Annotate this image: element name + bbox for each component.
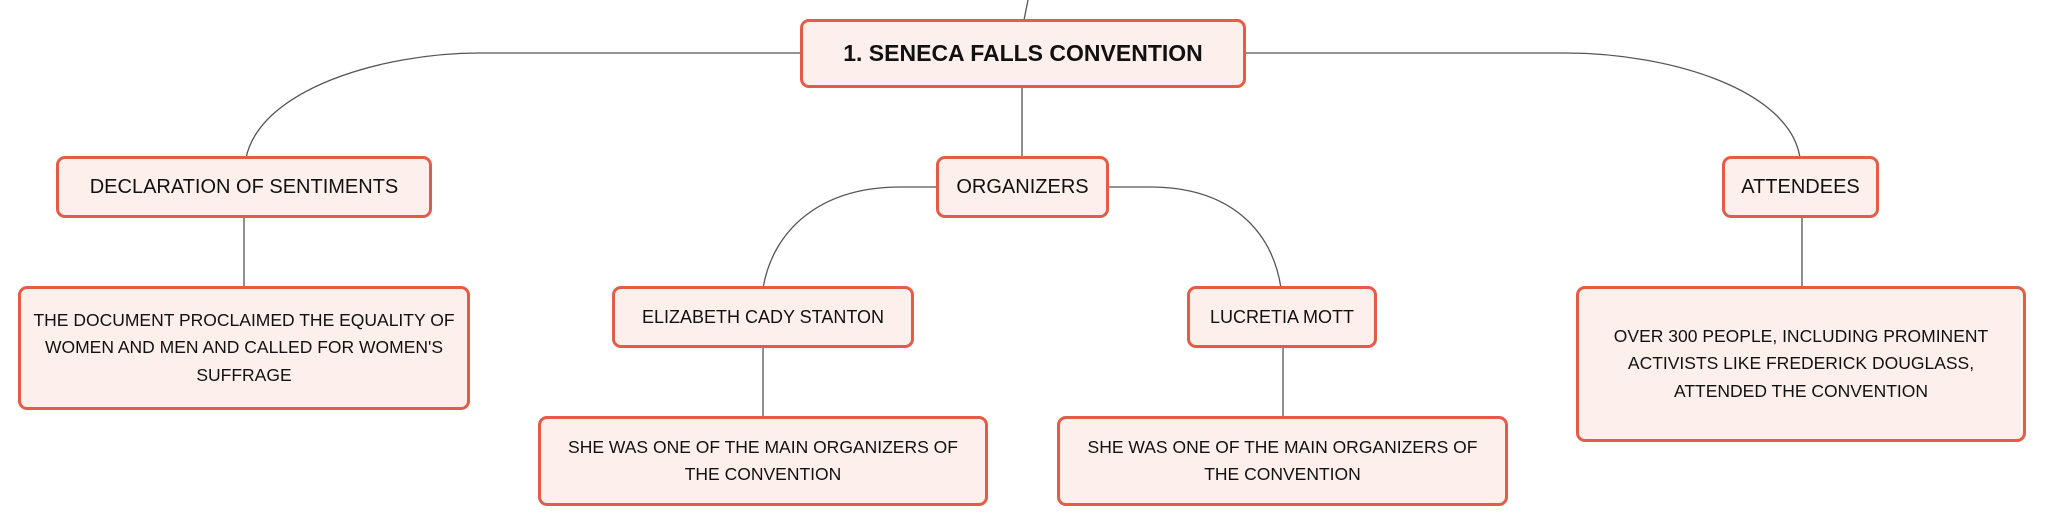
organizers-node-label: ORGANIZERS (956, 175, 1089, 198)
mott-detail-node[interactable]: SHE WAS ONE OF THE MAIN ORGANIZERS OF TH… (1057, 416, 1508, 506)
declaration-node[interactable]: DECLARATION OF SENTIMENTS (56, 156, 432, 218)
connector-organizers-stanton (762, 186, 937, 289)
mott-node[interactable]: LUCRETIA MOTT (1187, 286, 1377, 348)
stanton-detail-text: SHE WAS ONE OF THE MAIN ORGANIZERS OF TH… (568, 436, 958, 484)
attendees-detail-text: OVER 300 PEOPLE, INCLUDING PROMINENT ACT… (1613, 326, 1989, 401)
connector-organizers-mott (1107, 186, 1282, 289)
connector-root-declaration (245, 52, 800, 159)
mott-node-label: LUCRETIA MOTT (1209, 306, 1354, 327)
connector-root-parent (1023, 0, 1029, 21)
mott-detail-text: SHE WAS ONE OF THE MAIN ORGANIZERS OF TH… (1087, 436, 1478, 484)
declaration-detail-text: THE DOCUMENT PROCLAIMED THE EQUALITY OF … (33, 310, 455, 385)
stanton-node-label: ELIZABETH CADY STANTON (641, 306, 885, 327)
stanton-node[interactable]: ELIZABETH CADY STANTON (612, 286, 914, 348)
stanton-detail-node[interactable]: SHE WAS ONE OF THE MAIN ORGANIZERS OF TH… (538, 416, 988, 506)
root-node-label: 1. SENECA FALLS CONVENTION (843, 40, 1203, 66)
organizers-node[interactable]: ORGANIZERS (936, 156, 1109, 218)
attendees-node-label: ATTENDEES (1741, 175, 1860, 198)
attendees-node[interactable]: ATTENDEES (1722, 156, 1879, 218)
declaration-node-label: DECLARATION OF SENTIMENTS (89, 175, 399, 198)
attendees-detail-node[interactable]: OVER 300 PEOPLE, INCLUDING PROMINENT ACT… (1576, 286, 2026, 442)
root-node[interactable]: 1. SENECA FALLS CONVENTION (800, 19, 1246, 88)
declaration-detail-node[interactable]: THE DOCUMENT PROCLAIMED THE EQUALITY OF … (18, 286, 470, 410)
connector-root-attendees (1245, 52, 1801, 159)
